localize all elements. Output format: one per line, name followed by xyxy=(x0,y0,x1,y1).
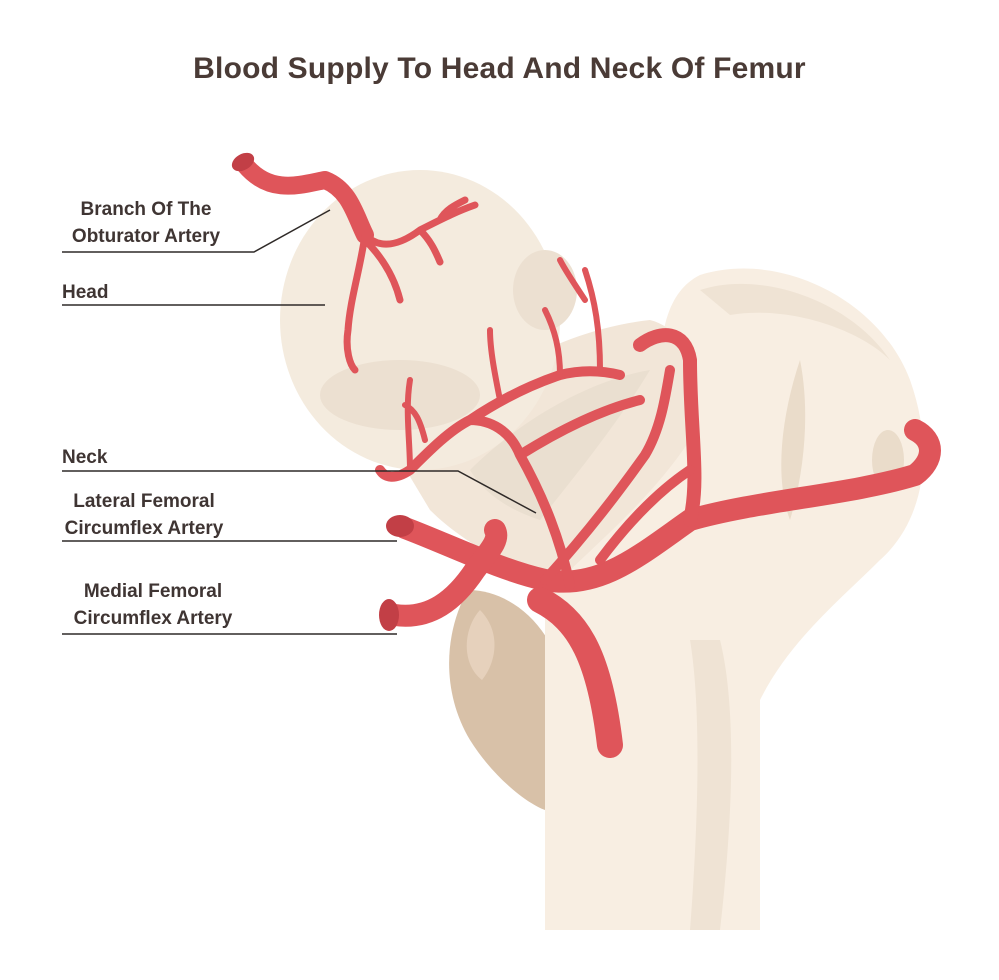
obturator-cut-end xyxy=(231,152,255,172)
label-line: Lateral Femoral xyxy=(73,491,215,512)
obturator-branches xyxy=(343,196,479,374)
label-line: Neck xyxy=(62,447,108,468)
shaft-ridge xyxy=(690,640,732,930)
head-highlight xyxy=(513,250,577,330)
shaft-ridge-2 xyxy=(781,360,806,520)
label-line: Circumflex Artery xyxy=(73,608,233,629)
arteries xyxy=(236,156,941,758)
head-shade xyxy=(320,360,480,430)
lesser-trochanter-highlight xyxy=(466,610,495,680)
label-lateral-femoral-circumflex: Lateral Femoral Circumflex Artery xyxy=(62,488,226,542)
medial-femoral-circumflex xyxy=(384,519,508,627)
label-line: Medial Femoral xyxy=(83,581,223,602)
diagram-title: Blood Supply To Head And Neck Of Femur xyxy=(193,52,806,85)
lateral-cut-end xyxy=(386,515,414,537)
label-obturator-artery: Branch Of The Obturator Artery xyxy=(62,196,230,250)
label-neck: Neck xyxy=(62,444,107,471)
label-line: Head xyxy=(62,282,109,303)
leader-obturator xyxy=(62,209,331,253)
leader-lines xyxy=(62,209,537,635)
greater-trochanter-shade xyxy=(700,283,890,360)
label-head: Head xyxy=(62,279,108,306)
obturator-artery xyxy=(236,156,374,244)
lesser-trochanter xyxy=(449,590,548,810)
medial-descending xyxy=(527,587,623,758)
label-line: Obturator Artery xyxy=(71,226,221,247)
lateral-branch-up xyxy=(633,328,702,527)
label-medial-femoral-circumflex: Medial Femoral Circumflex Artery xyxy=(62,578,244,632)
leader-neck xyxy=(62,470,537,514)
label-line: Branch Of The xyxy=(80,199,212,220)
femur-shaft xyxy=(545,268,924,930)
medial-cut-end xyxy=(379,599,399,631)
retinacular-vessels xyxy=(375,365,695,590)
label-line: Circumflex Artery xyxy=(64,518,224,539)
retinacular-twigs xyxy=(402,257,603,473)
